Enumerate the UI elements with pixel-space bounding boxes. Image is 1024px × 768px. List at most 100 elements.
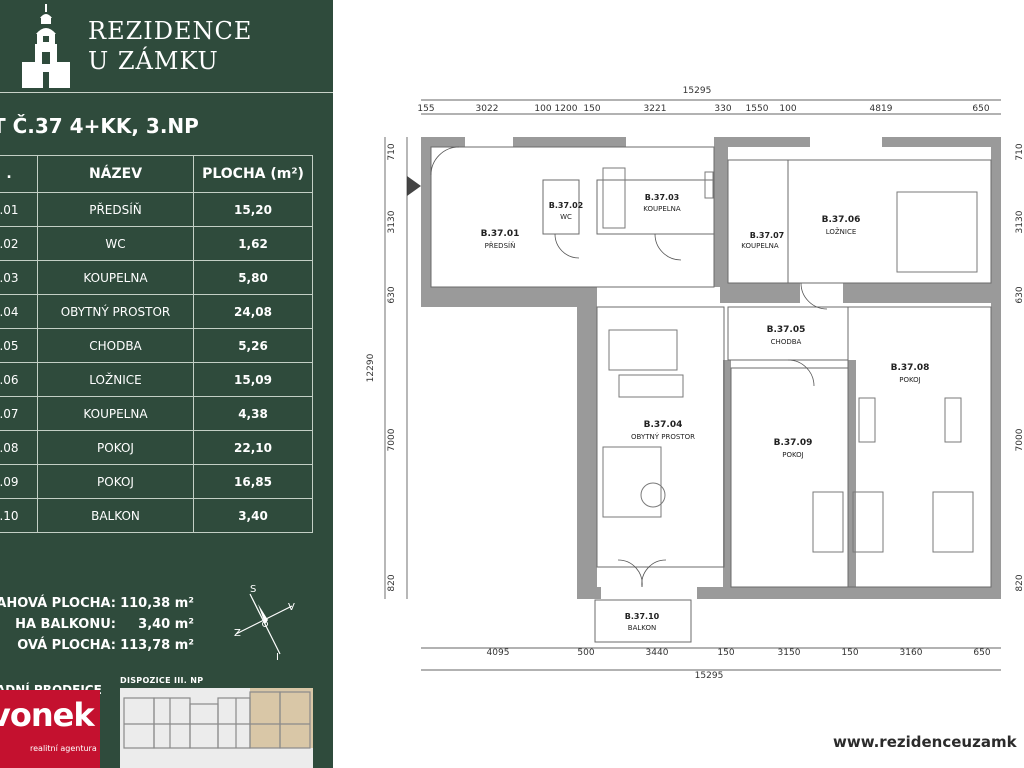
total-label: AHOVÁ PLOCHA:: [0, 596, 116, 611]
disposition-thumbnail[interactable]: [120, 688, 313, 768]
dim-bottom: 3150: [778, 648, 801, 658]
dim-right: 820: [1015, 574, 1024, 591]
room-code: .10: [0, 498, 38, 533]
agency-logo[interactable]: vonek realitní agentura: [0, 690, 100, 768]
col-header-code: .: [0, 155, 38, 193]
room-area: 22,10: [193, 430, 313, 465]
room-id: B.37.05: [767, 325, 806, 335]
room-name: LOŽNICE: [37, 362, 194, 397]
total-row: HA BALKONU: 3,40 m²: [0, 617, 194, 638]
room-name: POKOJ: [37, 430, 194, 465]
room-area: 24,08: [193, 294, 313, 329]
room-area: 5,26: [193, 328, 313, 363]
dim-right: 3130: [1015, 210, 1024, 233]
room-name: OBYTNÝ PROSTOR: [37, 294, 194, 329]
dim-left: 3130: [387, 210, 397, 233]
area-totals: AHOVÁ PLOCHA: 110,38 m² HA BALKONU: 3,40 m…: [0, 596, 194, 659]
room-code: .02: [0, 226, 38, 261]
room-id: B.37.10: [625, 612, 660, 621]
total-row: AHOVÁ PLOCHA: 110,38 m²: [0, 596, 194, 617]
compass-icon: S V Z J: [234, 584, 295, 660]
disposition-label: DISPOZICE III. NP: [120, 676, 204, 685]
room-name: BALKON: [37, 498, 194, 533]
room-code: .05: [0, 328, 38, 363]
compass-v: V: [288, 602, 295, 613]
dim-top: 650: [972, 104, 989, 114]
total-value: 3,40 m²: [138, 617, 194, 632]
room-name: WC: [37, 226, 194, 261]
dim-total-top: 15295: [683, 86, 712, 96]
floor-thumbnail-icon: [120, 688, 313, 768]
room-area: 15,09: [193, 362, 313, 397]
total-value: 113,78 m²: [120, 638, 194, 653]
room-id: B.37.03: [645, 193, 679, 202]
dim-bottom: 150: [841, 648, 858, 658]
room-id: B.37.04: [644, 420, 683, 430]
floor-plan: 15295 155 3022 100 1200 150 3221 330 155…: [366, 86, 1024, 681]
apartment-title: T Č.37 4+KK, 3.NP: [0, 114, 199, 138]
compass-z: Z: [234, 628, 241, 639]
room-name: PŘEDSÍŇ: [485, 241, 516, 250]
dim-top: 100: [779, 104, 796, 114]
room-code: .08: [0, 430, 38, 465]
dim-top: 4819: [870, 104, 893, 114]
room-code: .09: [0, 464, 38, 499]
room-name: KOUPELNA: [37, 396, 194, 431]
website-link[interactable]: www.rezidenceuzamk: [833, 733, 1017, 751]
dim-bottom: 650: [973, 648, 990, 658]
dim-bottom: 150: [717, 648, 734, 658]
room-name: PŘEDSÍŇ: [37, 192, 194, 227]
room-id: B.37.08: [891, 363, 930, 373]
brand-line-1: REZIDENCE: [88, 17, 253, 45]
compass-j: J: [275, 652, 279, 660]
dim-top: 3022: [476, 104, 499, 114]
brand-line-2: U ZÁMKU: [88, 47, 219, 75]
logo-text: vonek: [0, 696, 95, 734]
total-label: HA BALKONU:: [15, 617, 116, 632]
dim-left: 710: [387, 143, 397, 160]
brand-header: REZIDENCE U ZÁMKU: [0, 0, 333, 92]
dim-top: 150: [583, 104, 600, 114]
room-id: B.37.07: [750, 231, 784, 240]
room-name: POKOJ: [782, 451, 804, 459]
room-name: POKOJ: [899, 376, 921, 384]
room-name: KOUPELNA: [643, 205, 681, 213]
room-id: B.37.06: [822, 215, 861, 225]
dim-left-total: 12290: [366, 353, 376, 382]
room-code: .07: [0, 396, 38, 431]
room-name: WC: [560, 213, 572, 221]
total-value: 110,38 m²: [120, 596, 194, 611]
room-id: B.37.09: [774, 438, 813, 448]
dim-right: 630: [1015, 286, 1024, 303]
total-row: OVÁ PLOCHA: 113,78 m²: [0, 638, 194, 659]
dim-total-bottom: 15295: [695, 671, 724, 681]
room-id: B.37.02: [549, 201, 583, 210]
room-name: KOUPELNA: [37, 260, 194, 295]
dim-bottom: 3160: [900, 648, 923, 658]
dim-top: 1550: [746, 104, 769, 114]
room-id: B.37.01: [481, 229, 520, 239]
total-label: OVÁ PLOCHA:: [17, 638, 116, 653]
room-code: .01: [0, 192, 38, 227]
room-code: .04: [0, 294, 38, 329]
room-area: 15,20: [193, 192, 313, 227]
room-name: CHODBA: [37, 328, 194, 363]
dim-bottom: 4095: [487, 648, 510, 658]
room-name: KOUPELNA: [741, 242, 779, 250]
dim-top: 3221: [644, 104, 667, 114]
dim-top: 155: [417, 104, 434, 114]
dim-left: 630: [387, 286, 397, 303]
dim-top: 1200: [555, 104, 578, 114]
dim-top: 100: [534, 104, 551, 114]
room-area: 4,38: [193, 396, 313, 431]
divider: [0, 92, 333, 93]
room-name: OBYTNÝ PROSTOR: [631, 432, 695, 441]
